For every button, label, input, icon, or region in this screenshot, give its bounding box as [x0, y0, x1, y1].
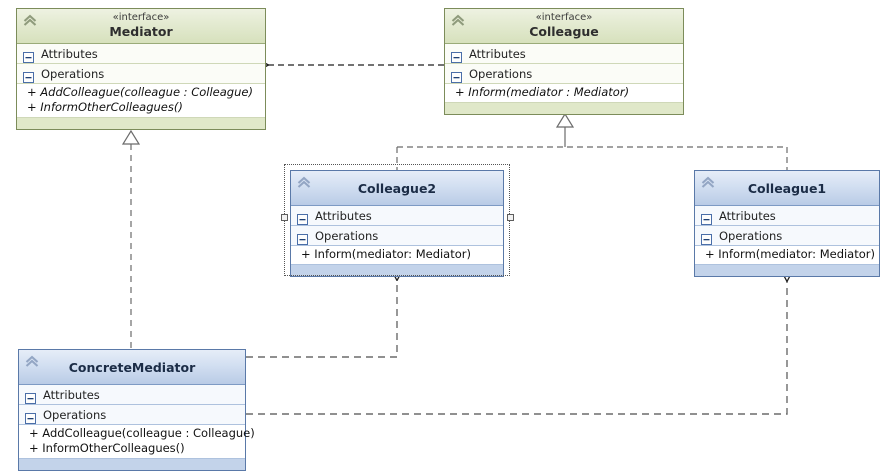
hollow-triangle-head [121, 129, 141, 145]
selection-frame-colleague2 [284, 164, 510, 276]
section-operations[interactable]: Operations [445, 64, 683, 84]
expander-minus-icon[interactable] [25, 410, 36, 430]
class-box-colleague1[interactable]: Colleague1 Attributes Operations + Infor… [694, 170, 880, 277]
class-name: Mediator [109, 24, 173, 39]
operation-item[interactable]: + Inform(mediator: Mediator) [301, 247, 471, 261]
section-operations[interactable]: Operations [291, 226, 503, 246]
class-footer [445, 103, 683, 114]
section-label-operations: Operations [469, 67, 533, 81]
operation-item[interactable]: + AddColleague(colleague : Colleague) [27, 85, 253, 99]
expander-minus-icon[interactable] [451, 49, 462, 69]
class-footer [291, 265, 503, 276]
operations-list: + Inform(mediator: Mediator) [291, 246, 503, 265]
class-footer [695, 265, 879, 276]
class-name: Colleague1 [747, 181, 827, 196]
class-box-mediator[interactable]: «interface» Mediator Attributes Operatio… [16, 8, 266, 130]
class-header: «interface» Mediator [17, 9, 265, 44]
operations-list: + AddColleague(colleague : Colleague) + … [17, 84, 265, 118]
section-attributes[interactable]: Attributes [291, 206, 503, 226]
section-label-attributes: Attributes [315, 209, 372, 223]
section-label-attributes: Attributes [719, 209, 776, 223]
class-box-concretemediator[interactable]: ConcreteMediator Attributes Operations +… [18, 349, 255, 471]
class-header: ConcreteMediator [19, 350, 245, 385]
operations-list: + AddColleague(colleague : Colleague) + … [19, 425, 255, 459]
class-header: Colleague2 [291, 171, 503, 206]
class-header: Colleague1 [695, 171, 879, 206]
class-box-colleague2[interactable]: Colleague2 Attributes Operations + Infor… [290, 170, 504, 277]
class-name: ConcreteMediator [68, 360, 196, 375]
section-operations[interactable]: Operations [695, 226, 879, 246]
operation-item[interactable]: + InformOtherColleagues() [27, 100, 183, 114]
section-operations[interactable]: Operations [17, 64, 265, 84]
operations-list: + Inform(mediator : Mediator) [445, 84, 683, 103]
connector-realization-concretemediator-to-mediator[interactable] [121, 129, 141, 349]
collapse-chevron-icon[interactable] [700, 175, 716, 191]
expander-minus-icon[interactable] [701, 211, 712, 231]
section-label-operations: Operations [315, 229, 379, 243]
section-label-operations: Operations [43, 408, 107, 422]
class-stereotype: «interface» [112, 12, 170, 23]
collapse-chevron-icon[interactable] [450, 13, 466, 29]
section-attributes[interactable]: Attributes [445, 44, 683, 64]
class-box-colleague[interactable]: «interface» Colleague Attributes Operati… [444, 8, 684, 115]
expander-minus-icon[interactable] [701, 231, 712, 251]
section-attributes[interactable]: Attributes [19, 385, 245, 405]
expander-minus-icon[interactable] [451, 69, 462, 89]
expander-minus-icon[interactable] [23, 69, 34, 89]
class-header: «interface» Colleague [445, 9, 683, 44]
expander-minus-icon[interactable] [23, 49, 34, 69]
connector-dependency-concretemediator-to-colleague1[interactable] [246, 281, 787, 415]
section-label-attributes: Attributes [41, 47, 98, 61]
expander-minus-icon[interactable] [297, 231, 308, 251]
operation-item[interactable]: + Inform(mediator : Mediator) [455, 85, 630, 99]
class-name: Colleague2 [357, 181, 437, 196]
section-label-operations: Operations [719, 229, 783, 243]
section-label-attributes: Attributes [43, 388, 100, 402]
section-attributes[interactable]: Attributes [17, 44, 265, 64]
collapse-chevron-icon[interactable] [22, 13, 38, 29]
operations-list: + Inform(mediator: Mediator) [695, 246, 879, 265]
section-operations[interactable]: Operations [19, 405, 245, 425]
hollow-triangle-head [555, 112, 575, 128]
expander-minus-icon[interactable] [297, 211, 308, 231]
operation-item[interactable]: + InformOtherColleagues() [29, 441, 185, 455]
operation-item[interactable]: + Inform(mediator: Mediator) [705, 247, 875, 261]
section-attributes[interactable]: Attributes [695, 206, 879, 226]
class-footer [19, 459, 245, 470]
section-label-attributes: Attributes [469, 47, 526, 61]
collapse-chevron-icon[interactable] [24, 354, 40, 370]
resize-handle-right[interactable] [507, 214, 514, 221]
class-stereotype: «interface» [535, 12, 593, 23]
collapse-chevron-icon[interactable] [296, 175, 312, 191]
section-label-operations: Operations [41, 67, 105, 81]
expander-minus-icon[interactable] [25, 390, 36, 410]
class-name: Colleague [529, 24, 599, 39]
operation-item[interactable]: + AddColleague(colleague : Colleague) [29, 426, 255, 440]
resize-handle-left[interactable] [281, 214, 288, 221]
class-footer [17, 118, 265, 129]
connector-dependency-concretemediator-to-colleague2[interactable] [246, 280, 397, 358]
connector-realization-colleagues-to-colleague[interactable] [396, 112, 788, 170]
